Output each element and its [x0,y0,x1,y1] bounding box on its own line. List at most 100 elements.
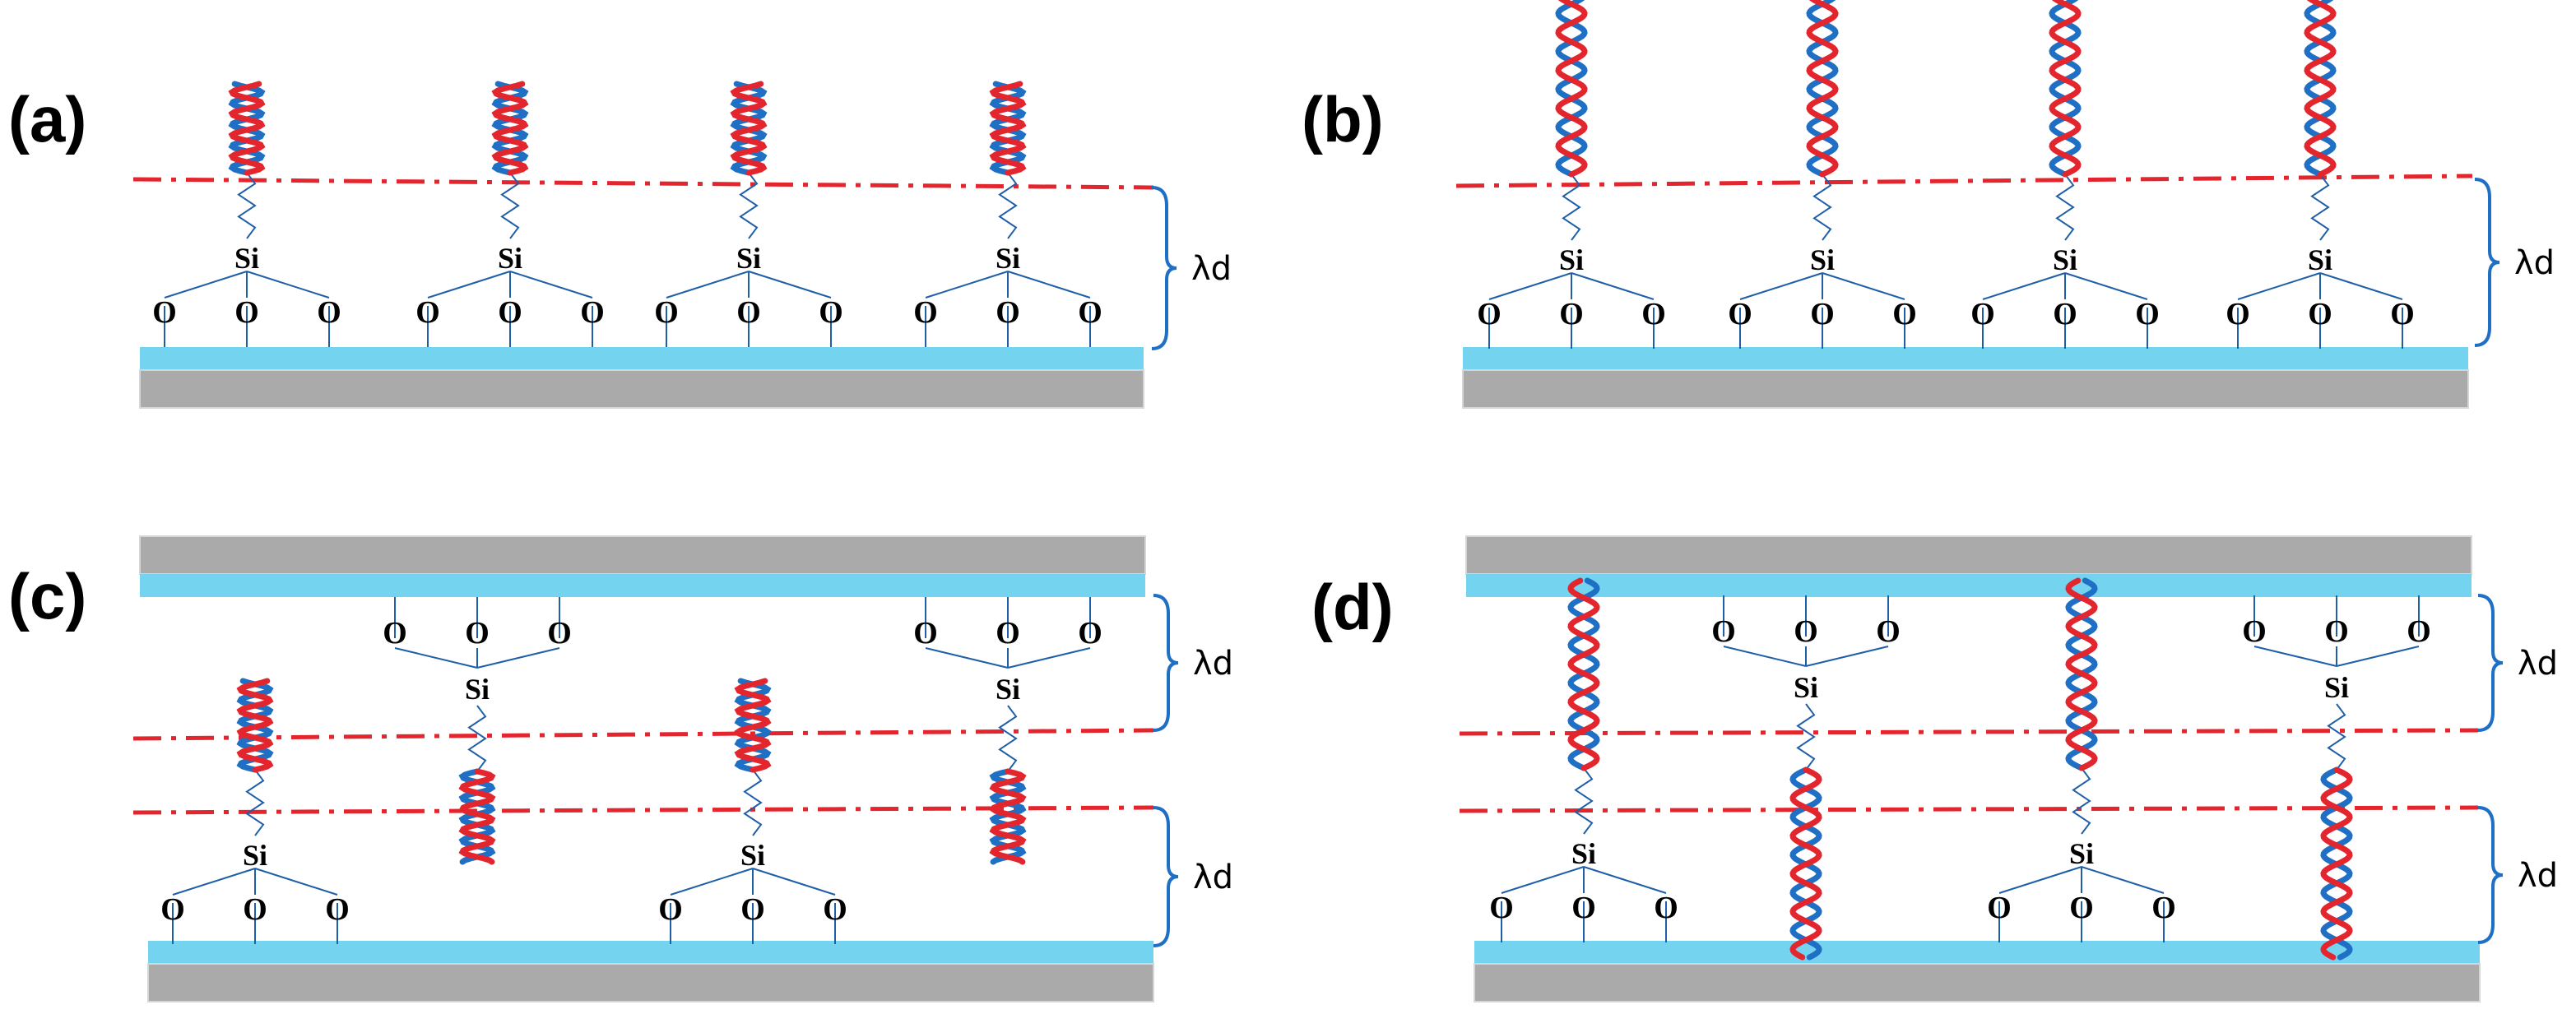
silicon-atom: Si [996,242,1020,275]
oxygen-atom: O [1892,297,1917,331]
substrate-coating [148,941,1153,964]
alkyl-linker-chain [245,769,265,836]
oxygen-atom: O [736,295,761,330]
o-si-bond [925,271,1009,299]
dna-strand-red [2049,0,2082,178]
oxygen-atom: O [1571,891,1596,925]
o-si-bond [1583,866,1667,894]
o-si-bond [1739,272,1823,300]
bracket-brace [2477,594,2504,732]
o-si-bond [670,868,754,896]
gap-label-lambda-d: λd [1193,859,1233,896]
silicon-atom: Si [736,242,761,275]
oxygen-atom: O [2308,297,2332,331]
o-si-bond [2064,272,2148,300]
oxygen-atom: O [1728,297,1752,331]
alkyl-linker-chain [237,172,257,239]
oxygen-atom: O [498,295,522,330]
dna-strand-red [2320,766,2353,961]
oxygen-atom: O [1559,297,1584,331]
gap-label-lambda-d: λd [2518,857,2558,895]
o-si-bond [164,271,248,299]
alkyl-linker-chain [500,172,520,239]
oxygen-atom: O [325,892,350,927]
oxygen-atom: O [1711,614,1736,649]
substrate-base [1465,535,2472,575]
reference-dash-dot-line [132,728,1154,741]
oxygen-atom: O [1987,891,2012,925]
oxygen-atom: O [740,892,765,927]
o-si-bond [1007,271,1091,299]
alkyl-linker-chain [2072,767,2091,835]
oxygen-atom: O [1794,614,1818,649]
alkyl-linker-chain [743,769,763,836]
oxygen-atom: O [996,616,1020,651]
oxygen-atom: O [2069,891,2094,925]
oxygen-atom: O [415,295,440,330]
oxygen-atom: O [2324,614,2349,649]
substrate-coating [1474,941,2480,964]
oxygen-atom: O [160,892,185,927]
panel-label-a: (a) [8,83,86,155]
o-si-bond [1007,647,1091,669]
oxygen-atom: O [1477,297,1502,331]
o-si-bond [2319,272,2403,300]
dna-strand-red [734,678,772,773]
substrate-base [139,535,1146,575]
panel-label-b: (b) [1302,83,1384,155]
o-si-bond [1488,272,1572,300]
silicon-atom: Si [2308,243,2332,276]
oxygen-atom: O [243,892,267,927]
dna-strand-red [458,768,496,865]
oxygen-atom: O [1078,616,1102,651]
oxygen-atom: O [823,892,847,927]
oxygen-atom: O [1810,297,1835,331]
oxygen-atom: O [2407,614,2431,649]
bracket-brace [1151,186,1177,350]
substrate-base [1474,963,2481,1002]
alkyl-linker-chain [998,705,1018,772]
o-si-bond [509,271,593,299]
panel-label-layer: (a) (b) (c) (d) [8,83,1394,643]
dna-strand-red [1555,0,1588,178]
oxygen-atom: O [580,295,605,330]
substrate-coating [140,347,1144,370]
alkyl-linker-chain [1562,174,1581,241]
o-si-bond [752,868,836,896]
o-si-bond [1571,272,1655,300]
oxygen-atom: O [317,295,341,330]
o-si-bond [476,647,560,669]
silicon-atom: Si [465,673,490,706]
silane-dna-molecule: O O O Si [1728,0,1917,349]
substrate [147,941,1154,1002]
dna-strand-red [2065,577,2098,771]
o-si-bond [2081,866,2165,894]
oxygen-atom: O [658,892,683,927]
substrate-base [139,369,1144,409]
dna-strand-red [1806,0,1839,178]
substrate-coating [1463,347,2468,370]
dna-strand-red [1789,766,1822,961]
substrate [1462,347,2469,409]
oxygen-atom: O [2242,614,2267,649]
oxygen-atom: O [913,616,938,651]
bracket-brace [2474,178,2500,347]
oxygen-atom: O [2226,297,2250,331]
silicon-atom: Si [1810,243,1835,276]
gap-label-lambda-d: λd [1193,645,1233,683]
substrate [1465,535,2472,597]
o-si-bond [748,271,832,299]
panel-label-c: (c) [8,560,86,632]
gap-label-lambda-d: λd [1191,250,1232,288]
reference-dash-dot-line [1455,174,2473,188]
gap-label-lambda-d: λd [2514,244,2555,282]
